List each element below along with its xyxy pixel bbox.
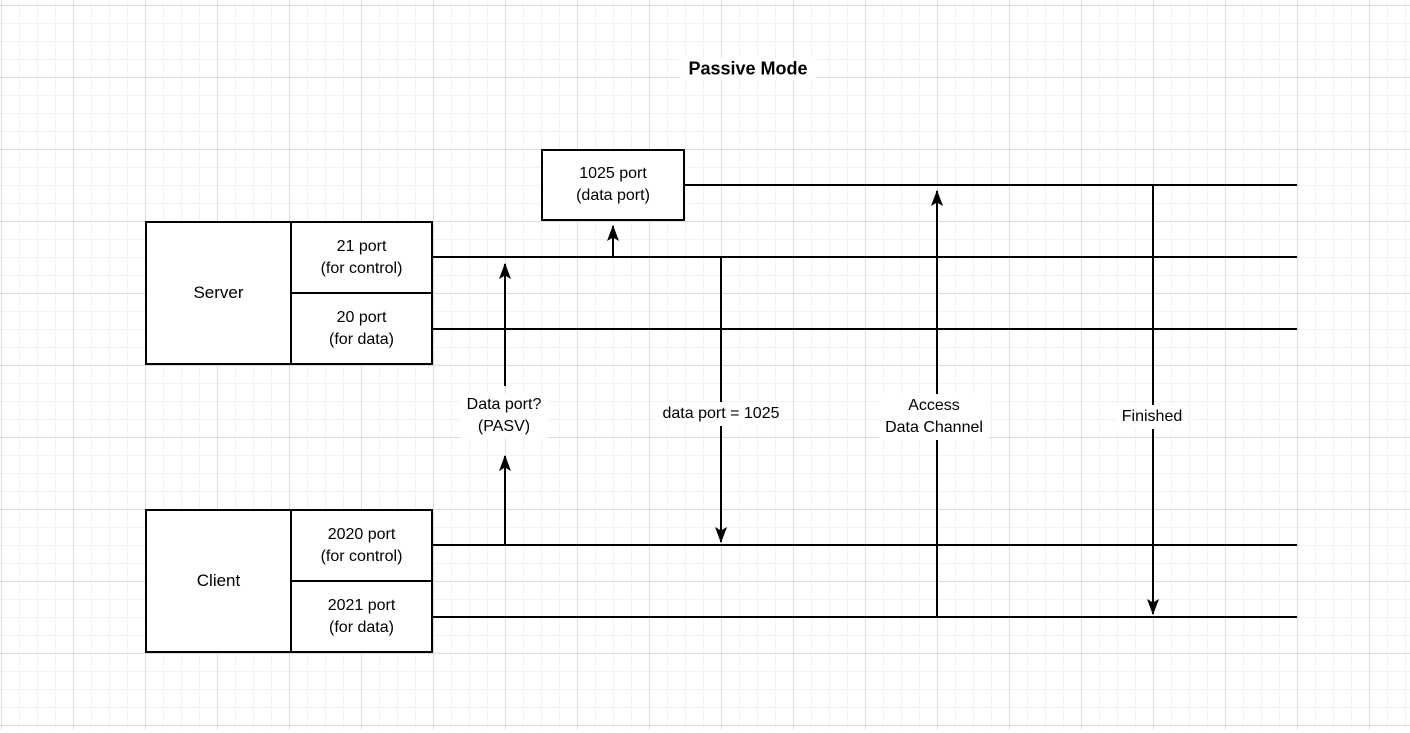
client-control-port-line1: 2020 port bbox=[327, 525, 396, 543]
data-port-1025-box: 1025 port (data port) bbox=[541, 149, 685, 221]
server-box: Server 21 port (for control) 20 port (fo… bbox=[145, 221, 433, 365]
pasv-request-line2: (PASV) bbox=[477, 418, 531, 435]
server-control-port-cell: 21 port (for control) bbox=[292, 223, 431, 292]
client-box: Client 2020 port (for control) 2021 port… bbox=[145, 509, 433, 653]
server-data-port-cell: 20 port (for data) bbox=[292, 292, 431, 363]
client-data-port-line1: 2021 port bbox=[327, 596, 396, 614]
client-control-port-line2: (for control) bbox=[320, 547, 403, 565]
client-data-port-line2: (for data) bbox=[329, 618, 394, 636]
access-data-channel-label: Access Data Channel bbox=[879, 394, 989, 440]
pasv-request-label: Data port? (PASV) bbox=[460, 393, 548, 439]
pasv-request-line1: Data port? bbox=[466, 396, 542, 413]
access-line1: Access bbox=[908, 397, 960, 414]
data-port-1025-line1: 1025 port bbox=[579, 165, 647, 182]
client-label: Client bbox=[147, 511, 292, 651]
access-line2: Data Channel bbox=[885, 419, 983, 436]
page-bottom-edge bbox=[0, 729, 1410, 733]
client-data-port-cell: 2021 port (for data) bbox=[292, 580, 431, 651]
data-port-reply-label: data port = 1025 bbox=[656, 402, 786, 426]
server-data-port-line1: 20 port bbox=[336, 308, 387, 326]
server-control-port-line1: 21 port bbox=[336, 237, 387, 255]
finished-label: Finished bbox=[1115, 405, 1189, 429]
diagram-title: Passive Mode bbox=[680, 57, 816, 81]
server-ports: 21 port (for control) 20 port (for data) bbox=[292, 223, 431, 363]
server-control-port-line2: (for control) bbox=[320, 259, 403, 277]
server-label: Server bbox=[147, 223, 292, 363]
data-port-1025-line2: (data port) bbox=[576, 187, 650, 204]
client-ports: 2020 port (for control) 2021 port (for d… bbox=[292, 511, 431, 651]
client-control-port-cell: 2020 port (for control) bbox=[292, 511, 431, 580]
server-data-port-line2: (for data) bbox=[329, 330, 394, 348]
